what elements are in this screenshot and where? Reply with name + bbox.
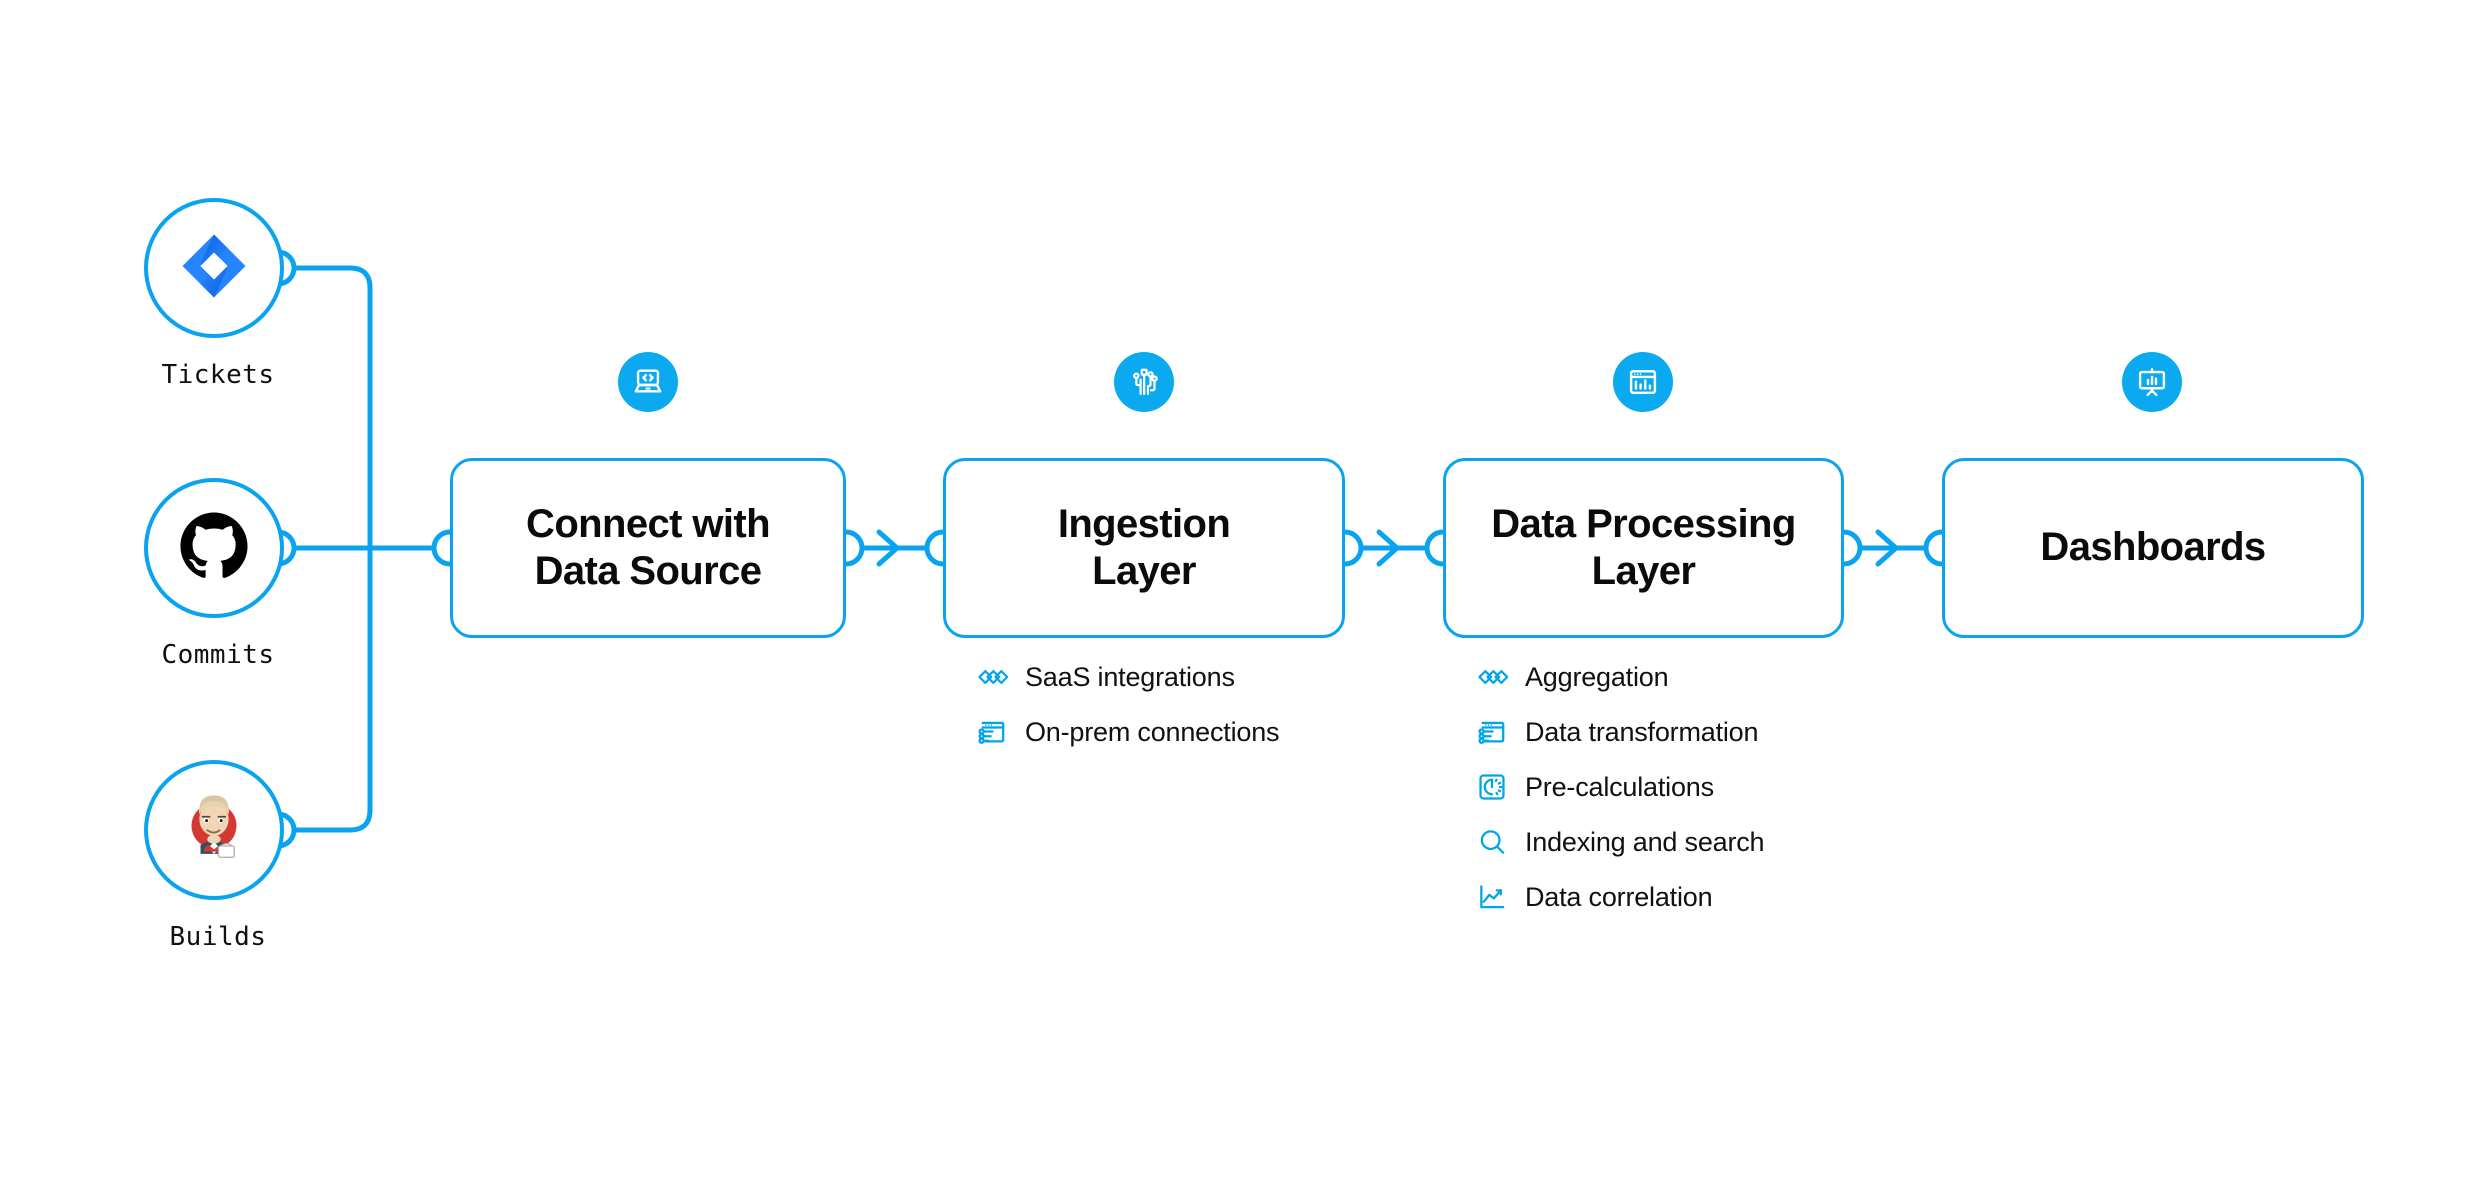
source-node-builds[interactable]: Builds	[144, 760, 292, 952]
feature-item-indexing-and-search[interactable]: Indexing and search	[1475, 825, 1765, 859]
stage-title-2: Ingestion Layer	[1057, 501, 1231, 593]
feature-list-ingestion: SaaS integrations On-prem conn	[975, 660, 1280, 749]
window-bar-chart-icon	[1613, 352, 1673, 412]
feature-label: Aggregation	[1525, 661, 1669, 692]
search-icon	[1475, 825, 1509, 859]
browser-sliders-icon	[975, 715, 1009, 749]
source-ring-builds	[144, 760, 284, 900]
feature-label: Data correlation	[1525, 881, 1713, 912]
github-icon	[179, 511, 249, 586]
feature-item-on-prem-connections[interactable]: On-prem connections	[975, 715, 1280, 749]
arrowhead-2	[1376, 529, 1400, 567]
stage-connect-with-data-source[interactable]: Connect with Data Source	[450, 458, 846, 638]
feature-label: On-prem connections	[1025, 716, 1280, 747]
feature-list-data-processing: Aggregation Data transformatio	[1475, 660, 1765, 914]
wire-tickets	[293, 265, 373, 546]
laptop-code-icon	[618, 352, 678, 412]
stage-box-4[interactable]: Dashboards	[1942, 458, 2364, 638]
browser-sliders-icon	[1475, 715, 1509, 749]
feature-item-data-correlation[interactable]: Data correlation	[1475, 880, 1764, 914]
layers-chevron-icon	[975, 660, 1009, 694]
stage-box-2[interactable]: Ingestion Layer	[943, 458, 1345, 638]
source-ring-commits	[144, 478, 284, 618]
feature-label: Data transformation	[1525, 716, 1759, 747]
stage-dashboards[interactable]: Dashboards	[1942, 458, 2364, 638]
stage-title-3: Data Processing Layer	[1491, 501, 1796, 593]
gauge-icon	[1475, 770, 1509, 804]
stage-title-1: Connect with Data Source	[526, 501, 771, 593]
stage-title-4: Dashboards	[2040, 525, 2266, 570]
circuit-nodes-icon	[1114, 352, 1174, 412]
stage-data-processing-layer[interactable]: Data Processing Layer	[1443, 458, 1844, 638]
feature-label: SaaS integrations	[1025, 661, 1235, 692]
source-label-tickets: Tickets	[161, 360, 275, 390]
source-ring-tickets	[144, 198, 284, 338]
presentation-chart-icon	[2122, 352, 2182, 412]
feature-item-pre-calculations[interactable]: Pre-calculations	[1475, 770, 1764, 804]
source-node-commits[interactable]: Commits	[144, 478, 292, 670]
feature-label: Pre-calculations	[1525, 771, 1714, 802]
jira-icon	[178, 230, 250, 307]
source-node-tickets[interactable]: Tickets	[144, 198, 292, 390]
feature-item-aggregation[interactable]: Aggregation	[1475, 660, 1764, 694]
arrowhead-3	[1875, 529, 1899, 567]
feature-item-saas-integrations[interactable]: SaaS integrations	[975, 660, 1279, 694]
wire-builds	[293, 550, 373, 833]
feature-item-data-transformation[interactable]: Data transformation	[1475, 715, 1764, 749]
line-chart-icon	[1475, 880, 1509, 914]
layers-chevron-icon	[1475, 660, 1509, 694]
source-label-commits: Commits	[161, 640, 275, 670]
stage-box-1[interactable]: Connect with Data Source	[450, 458, 846, 638]
stage-box-3[interactable]: Data Processing Layer	[1443, 458, 1844, 638]
jenkins-icon	[178, 792, 250, 869]
source-label-builds: Builds	[169, 922, 267, 952]
feature-label: Indexing and search	[1525, 826, 1765, 857]
arrowhead-1	[876, 529, 900, 567]
stage-ingestion-layer[interactable]: Ingestion Layer	[943, 458, 1345, 638]
